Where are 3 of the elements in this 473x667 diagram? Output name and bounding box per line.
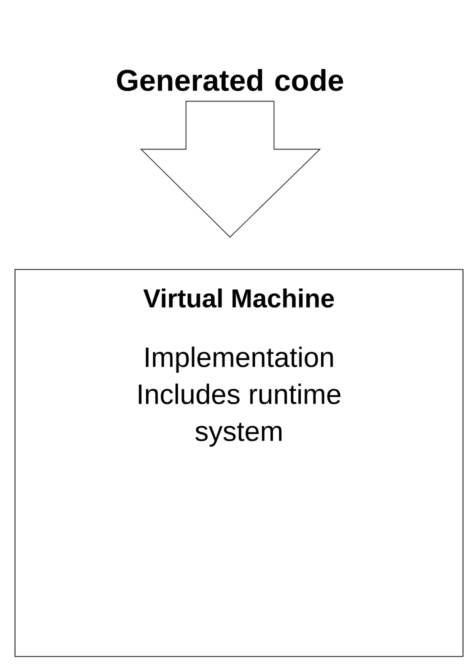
title-text: Generated code [117,69,344,92]
machine-box: Virtual Machine Implementation Includes runtime system [14,269,464,657]
block-arrow [140,100,321,238]
